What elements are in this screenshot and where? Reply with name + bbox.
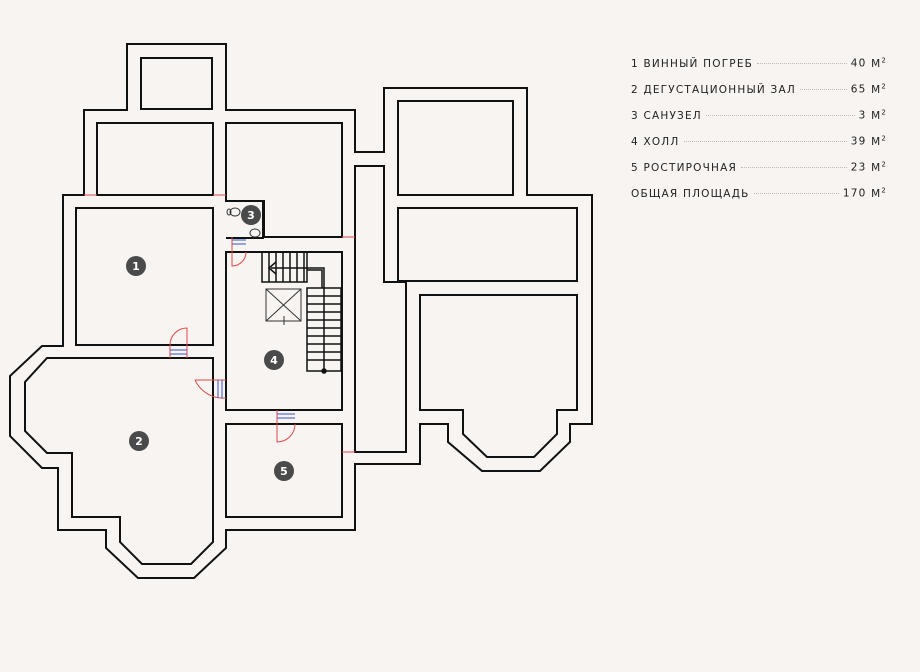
floor-plan: 1 2 3 4 5: [9, 43, 593, 579]
room-marker-5: 5: [274, 461, 294, 481]
legend-name: САНУЗЕЛ: [643, 109, 702, 122]
area-legend: 1 ВИННЫЙ ПОГРЕБ 40 М2 2 ДЕГУСТАЦИОННЫЙ З…: [631, 56, 887, 212]
legend-unit: М2: [871, 160, 887, 174]
total-area: 170: [842, 187, 867, 200]
legend-num: 1: [631, 57, 639, 70]
room-top-left-wall: [96, 122, 214, 196]
room-marker-2: 2: [129, 431, 149, 451]
legend-unit: М2: [871, 108, 887, 122]
service-shaft: [265, 288, 302, 325]
svg-text:4: 4: [270, 354, 278, 367]
legend-unit: М2: [871, 56, 887, 70]
legend-num: 2: [631, 83, 639, 96]
right-mid-room-wall: [397, 207, 578, 282]
leader-dots: [741, 166, 847, 168]
legend-num: 3: [631, 109, 639, 122]
door-swings: [84, 194, 355, 453]
room-5-wall: [225, 423, 343, 518]
room-marker-4: 4: [264, 350, 284, 370]
room-2-wall: [24, 357, 214, 565]
legend-area: 40: [850, 57, 867, 70]
room-marker-3: 3: [241, 205, 261, 225]
legend-row-2: 2 ДЕГУСТАЦИОННЫЙ ЗАЛ 65 М2: [631, 82, 887, 108]
svg-text:5: 5: [280, 465, 288, 478]
svg-text:2: 2: [135, 435, 143, 448]
svg-text:3: 3: [247, 209, 255, 222]
legend-unit: М2: [871, 82, 887, 96]
legend-row-1: 1 ВИННЫЙ ПОГРЕБ 40 М2: [631, 56, 887, 82]
legend-name: ДЕГУСТАЦИОННЫЙ ЗАЛ: [643, 83, 796, 96]
room-4-wall: [225, 251, 343, 411]
leader-dots: [753, 192, 839, 194]
room-1-wall: [75, 207, 214, 346]
leader-dots: [757, 62, 847, 64]
legend-area: 39: [850, 135, 867, 148]
legend-name: ВИННЫЙ ПОГРЕБ: [643, 57, 754, 70]
legend-unit: М2: [871, 134, 887, 148]
room-top-mid-wall: [225, 122, 343, 238]
total-label: ОБЩАЯ ПЛОЩАДЬ: [631, 187, 750, 200]
legend-row-4: 4 ХОЛЛ 39 М2: [631, 134, 887, 160]
legend-unit: М2: [871, 186, 887, 200]
windows: [170, 239, 295, 419]
legend-num: 5: [631, 161, 639, 174]
staircase: [261, 253, 342, 374]
legend-row-3: 3 САНУЗЕЛ 3 М2: [631, 108, 887, 134]
legend-num: 4: [631, 135, 639, 148]
inner-wall-left-block: [140, 57, 213, 110]
right-top-room-wall: [397, 100, 514, 196]
legend-name: РОСТИРОЧНАЯ: [643, 161, 738, 174]
right-bottom-room-wall: [419, 294, 578, 458]
legend-row-5: 5 РОСТИРОЧНАЯ 23 М2: [631, 160, 887, 186]
legend-total-row: ОБЩАЯ ПЛОЩАДЬ 170 М2: [631, 186, 887, 212]
legend-area: 65: [850, 83, 867, 96]
svg-text:1: 1: [132, 260, 140, 273]
legend-area: 3: [858, 109, 867, 122]
bathroom-fixtures: [226, 207, 261, 238]
outer-wall-left-block: [9, 43, 593, 579]
leader-dots: [799, 88, 847, 90]
room-marker-1: 1: [126, 256, 146, 276]
legend-name: ХОЛЛ: [643, 135, 680, 148]
leader-dots: [683, 140, 847, 142]
legend-area: 23: [850, 161, 867, 174]
leader-dots: [705, 114, 855, 116]
